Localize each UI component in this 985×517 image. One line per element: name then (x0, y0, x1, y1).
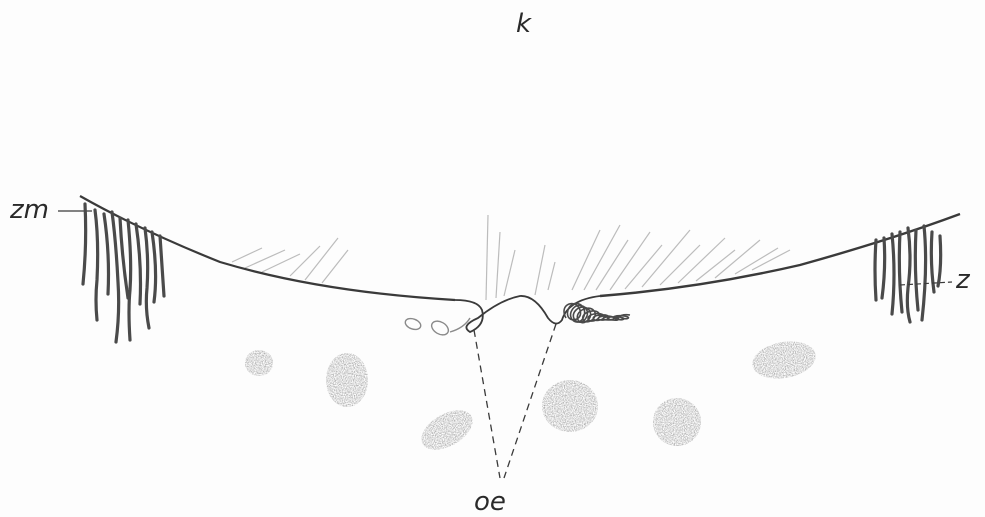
left-striations (83, 204, 164, 342)
faint-radiating-strokes (232, 215, 790, 300)
label-k: k (516, 9, 532, 39)
label-z: z (955, 265, 971, 295)
membrane-left (80, 196, 455, 300)
coiled-tube (564, 303, 630, 322)
label-oe: oe (474, 487, 506, 517)
small-loops (404, 317, 470, 338)
label-zm: zm (9, 195, 49, 225)
right-striations (875, 226, 941, 322)
